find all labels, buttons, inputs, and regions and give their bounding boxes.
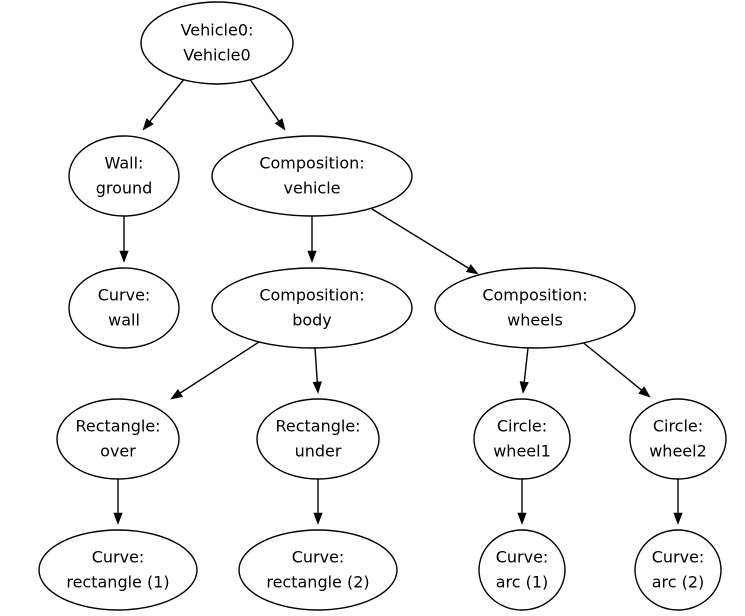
graph-edge — [519, 347, 529, 394]
edge-arrowhead — [519, 381, 529, 394]
edge-arrowhead — [673, 512, 683, 525]
node-ellipse[interactable] — [434, 267, 636, 349]
node-ellipse[interactable] — [211, 135, 413, 217]
edge-arrowhead — [142, 118, 154, 131]
node-ellipse[interactable] — [238, 529, 398, 611]
node-label-line2: arc (1) — [496, 573, 549, 592]
node-label-line2: arc (2) — [652, 573, 705, 592]
graph-edge — [113, 479, 123, 525]
graph-node-rectangle_over[interactable]: Rectangle: over — [56, 398, 180, 480]
graph-node-rectangle_under[interactable]: Rectangle: under — [256, 398, 380, 480]
node-label-line2: rectangle (2) — [266, 573, 369, 592]
node-label-line2: Vehicle0 — [183, 46, 250, 65]
edge-line — [371, 208, 469, 269]
edge-line — [579, 339, 642, 391]
graph-node-composition_vehicle[interactable]: Composition: vehicle — [211, 135, 413, 217]
node-label-line2: under — [295, 442, 342, 461]
graph-edge — [579, 339, 651, 398]
node-ellipse[interactable] — [140, 1, 294, 85]
graph-edge — [673, 479, 683, 525]
graph-edge — [371, 208, 479, 275]
node-label-line1: Curve: — [496, 548, 549, 567]
graph-edge — [142, 77, 186, 131]
node-ellipse[interactable] — [473, 398, 571, 480]
edge-arrowhead — [517, 512, 527, 525]
graph-node-circle_wheel1[interactable]: Circle: wheel1 — [473, 398, 571, 480]
node-label-line1: Composition: — [259, 154, 364, 173]
node-label-line2: over — [100, 442, 136, 461]
node-label-line2: wheel1 — [493, 442, 551, 461]
node-label-line2: wheels — [507, 311, 563, 330]
node-ellipse[interactable] — [68, 135, 180, 217]
edge-arrowhead — [638, 386, 651, 398]
node-ellipse[interactable] — [256, 398, 380, 480]
graph-node-curve_arc_2[interactable]: Curve: arc (2) — [634, 529, 722, 611]
node-label-line1: Wall: — [105, 154, 144, 173]
node-label-line1: Vehicle0: — [181, 21, 254, 40]
node-ellipse[interactable] — [68, 267, 180, 349]
graph-edge — [307, 216, 317, 263]
graph-node-wall_ground[interactable]: Wall: ground — [68, 135, 180, 217]
node-ellipse[interactable] — [211, 267, 413, 349]
graph-node-curve_arc_1[interactable]: Curve: arc (1) — [478, 529, 566, 611]
node-label-line1: Circle: — [653, 417, 703, 436]
graph-node-circle_wheel2[interactable]: Circle: wheel2 — [629, 398, 727, 480]
edge-arrowhead — [113, 512, 123, 525]
graph-edge — [517, 479, 527, 525]
edge-arrowhead — [312, 381, 322, 394]
graph-node-composition_body[interactable]: Composition: body — [211, 267, 413, 349]
graph-node-curve_wall[interactable]: Curve: wall — [68, 267, 180, 349]
node-ellipse[interactable] — [56, 398, 180, 480]
node-label-line1: Composition: — [482, 286, 587, 305]
edge-arrowhead — [274, 118, 286, 131]
node-label-line2: body — [292, 311, 332, 330]
edge-line — [248, 77, 280, 122]
nodes-layer: Vehicle0:Vehicle0Wall:groundComposition:… — [38, 1, 727, 611]
node-label-line1: Rectangle: — [75, 417, 160, 436]
graph-node-curve_rectangle_2[interactable]: Curve: rectangle (2) — [238, 529, 398, 611]
graph-edge — [170, 339, 263, 400]
edge-line — [523, 347, 529, 383]
node-label-line2: vehicle — [284, 179, 341, 198]
edge-line — [314, 347, 318, 383]
node-label-line1: Curve: — [292, 548, 345, 567]
node-label-line1: Circle: — [497, 417, 547, 436]
node-label-line2: ground — [96, 179, 153, 198]
node-label-line1: Composition: — [259, 286, 364, 305]
edge-line — [179, 339, 263, 394]
edge-arrowhead — [307, 250, 317, 263]
edge-arrowhead — [313, 512, 323, 525]
node-label-line1: Rectangle: — [275, 417, 360, 436]
node-ellipse[interactable] — [478, 529, 566, 611]
node-label-line1: Curve: — [652, 548, 705, 567]
node-ellipse[interactable] — [38, 529, 198, 611]
node-label-line2: wheel2 — [649, 442, 707, 461]
edge-arrowhead — [170, 388, 184, 400]
node-label-line1: Curve: — [92, 548, 145, 567]
graph-edge — [313, 479, 323, 525]
graph-node-composition_wheels[interactable]: Composition: wheels — [434, 267, 636, 349]
graph-edge — [119, 216, 129, 263]
node-label-line2: wall — [108, 311, 140, 330]
edge-arrowhead — [465, 264, 479, 275]
edge-arrowhead — [119, 250, 129, 263]
node-ellipse[interactable] — [629, 398, 727, 480]
edge-line — [149, 77, 186, 122]
edges-layer — [113, 77, 683, 525]
node-label-line2: rectangle (1) — [66, 573, 169, 592]
node-label-line1: Curve: — [98, 286, 151, 305]
node-ellipse[interactable] — [634, 529, 722, 611]
graph-node-vehicle0[interactable]: Vehicle0: Vehicle0 — [140, 1, 294, 85]
graph-node-curve_rectangle_1[interactable]: Curve: rectangle (1) — [38, 529, 198, 611]
graph-edge — [248, 77, 286, 131]
graph-edge — [312, 347, 322, 394]
